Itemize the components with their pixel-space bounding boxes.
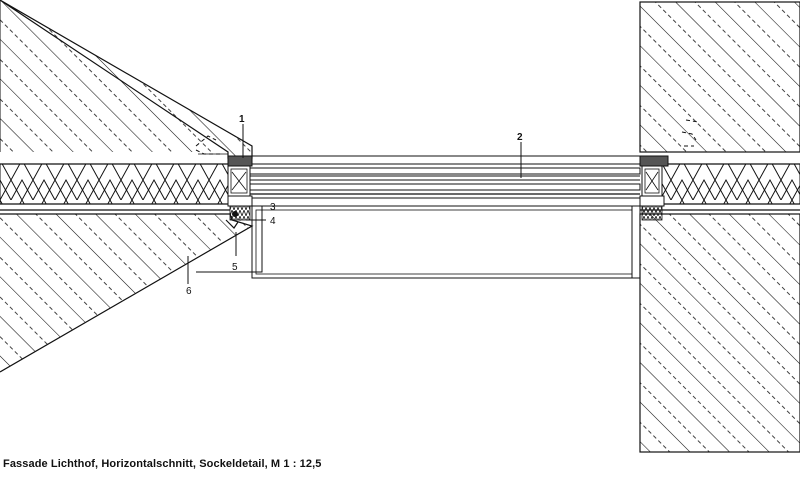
right-upper-concrete: [639, 1, 800, 153]
leader-6b: [196, 206, 263, 273]
label-1: 1: [239, 114, 245, 125]
label-6: 6: [186, 286, 192, 297]
drawing-caption: Fassade Lichthof, Horizontalschnitt, Soc…: [3, 458, 322, 470]
right-insulation: [661, 163, 800, 205]
right-lower-concrete: [639, 213, 800, 453]
right-frame-profile: [639, 155, 669, 221]
label-4: 4: [270, 216, 276, 227]
label-3: 3: [270, 202, 276, 213]
label-5: 5: [232, 262, 238, 273]
left-upper-concrete: [0, 0, 252, 158]
right-hidden-profile: [681, 119, 699, 147]
glazing-unit: [249, 155, 641, 199]
left-lower-concrete: [0, 214, 252, 372]
inner-lining-panel: [251, 205, 641, 279]
left-insulation: [0, 163, 229, 205]
left-frame-profile: [225, 155, 253, 229]
label-2: 2: [517, 132, 523, 143]
